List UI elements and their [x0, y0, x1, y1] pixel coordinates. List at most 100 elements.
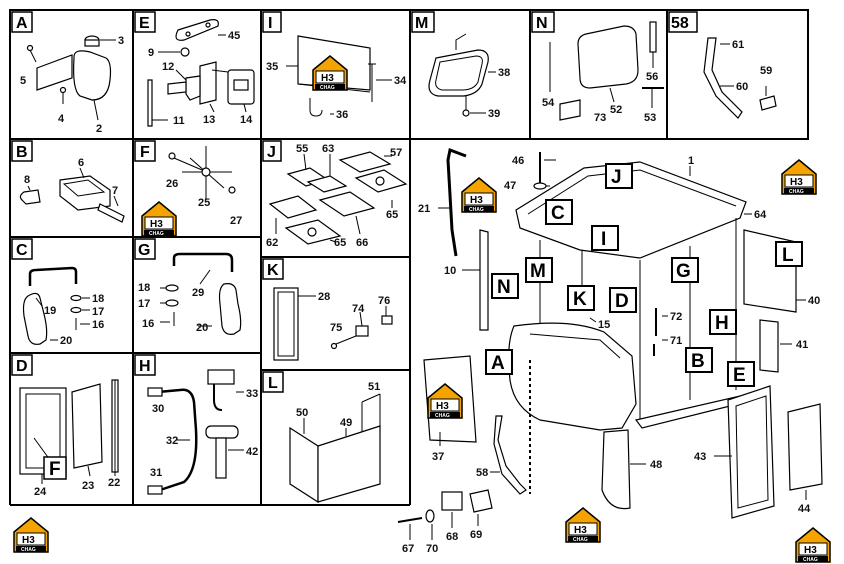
svg-text:3: 3 — [118, 35, 124, 47]
svg-text:73: 73 — [594, 112, 606, 124]
svg-text:5: 5 — [20, 75, 26, 87]
svg-text:H3: H3 — [804, 545, 817, 556]
svg-text:H3: H3 — [150, 219, 163, 230]
svg-text:52: 52 — [610, 104, 622, 116]
callout-n: N — [497, 277, 511, 298]
panel-label-k: K — [267, 262, 279, 279]
panel-label-c: C — [16, 242, 28, 259]
panel-h-art — [147, 369, 244, 495]
svg-text:17: 17 — [138, 298, 150, 310]
svg-text:20: 20 — [60, 335, 72, 347]
panel-d-art — [19, 379, 119, 484]
svg-text:9: 9 — [148, 47, 154, 59]
svg-text:CHAG: CHAG — [803, 557, 818, 563]
svg-text:38: 38 — [498, 67, 510, 79]
callout-c: C — [551, 203, 565, 224]
svg-text:36: 36 — [336, 109, 348, 121]
panel-n-numbers: 56 52 54 73 53 — [542, 71, 658, 124]
panel-label-h: H — [139, 358, 151, 375]
svg-text:50: 50 — [296, 407, 308, 419]
svg-text:59: 59 — [760, 65, 772, 77]
panel-a-art — [26, 35, 116, 121]
svg-text:21: 21 — [418, 203, 430, 215]
svg-text:45: 45 — [228, 30, 240, 42]
callout-j: J — [611, 167, 622, 188]
svg-text:71: 71 — [670, 335, 682, 347]
svg-text:12: 12 — [162, 61, 174, 73]
callout-l: L — [782, 245, 794, 266]
svg-text:31: 31 — [150, 467, 162, 479]
svg-text:18: 18 — [92, 293, 104, 305]
svg-text:22: 22 — [108, 477, 120, 489]
panel-l-art — [289, 393, 381, 504]
panel-label-m: M — [415, 15, 428, 32]
panel-j-art — [268, 151, 408, 245]
panel-m-numbers: 38 39 — [488, 67, 510, 120]
svg-text:23: 23 — [82, 480, 94, 492]
svg-text:CHAG: CHAG — [435, 413, 450, 419]
svg-text:H3: H3 — [574, 525, 587, 536]
svg-text:66: 66 — [356, 237, 368, 249]
panel-label-i: I — [268, 15, 272, 32]
svg-text:42: 42 — [246, 446, 258, 458]
panel-label-l: L — [268, 375, 278, 392]
svg-text:13: 13 — [203, 114, 215, 126]
svg-text:76: 76 — [378, 295, 390, 307]
svg-text:24: 24 — [34, 486, 47, 498]
svg-text:16: 16 — [142, 318, 154, 330]
panel-label-58: 58 — [671, 15, 689, 32]
svg-text:58: 58 — [476, 467, 488, 479]
panel-i-numbers: 35 34 36 — [266, 61, 407, 121]
svg-text:16: 16 — [92, 319, 104, 331]
svg-text:70: 70 — [426, 543, 438, 555]
panel-e-numbers: 45 9 12 13 14 11 — [148, 30, 253, 127]
svg-text:CHAG: CHAG — [320, 85, 335, 91]
svg-text:27: 27 — [230, 215, 242, 227]
panel-label-n: N — [536, 15, 548, 32]
panel-c-art — [22, 266, 90, 345]
svg-text:CHAG: CHAG — [149, 231, 164, 237]
panel-m-art — [428, 33, 496, 117]
panel-b-art — [19, 167, 125, 223]
svg-text:63: 63 — [322, 143, 334, 155]
svg-text:72: 72 — [670, 311, 682, 323]
svg-text:26: 26 — [166, 178, 178, 190]
svg-text:68: 68 — [446, 531, 458, 543]
callout-g: G — [676, 261, 691, 282]
svg-text:33: 33 — [246, 388, 258, 400]
svg-text:75: 75 — [330, 322, 342, 334]
svg-text:H3: H3 — [470, 195, 483, 206]
svg-text:61: 61 — [732, 39, 744, 51]
svg-text:CHAG: CHAG — [469, 207, 484, 213]
panel-label-b: B — [16, 144, 28, 161]
svg-text:17: 17 — [92, 306, 104, 318]
panel-label-g: G — [138, 242, 150, 259]
svg-text:37: 37 — [432, 451, 444, 463]
svg-text:62: 62 — [266, 237, 278, 249]
svg-text:34: 34 — [394, 75, 407, 87]
inset-letter-f: F — [49, 459, 61, 480]
panel-58-numbers: 61 59 60 — [732, 39, 772, 93]
svg-text:65: 65 — [334, 237, 346, 249]
svg-text:48: 48 — [650, 459, 662, 471]
panel-58-art — [703, 37, 777, 119]
callout-i: I — [601, 229, 606, 250]
svg-text:4: 4 — [58, 113, 65, 125]
svg-text:57: 57 — [390, 147, 402, 159]
panel-d-numbers: 24 23 22 — [34, 477, 120, 498]
callout-m: M — [530, 261, 546, 282]
svg-text:67: 67 — [402, 543, 414, 555]
panel-l-numbers: 50 49 51 — [296, 381, 380, 429]
svg-text:54: 54 — [542, 97, 555, 109]
svg-text:60: 60 — [736, 81, 748, 93]
callout-d: D — [615, 291, 629, 312]
panel-k-art — [273, 287, 393, 361]
panel-labels: A E I M N 58 B F J C G K D H L — [11, 11, 698, 393]
svg-text:2: 2 — [96, 123, 102, 135]
svg-text:8: 8 — [24, 174, 30, 186]
panel-g-numbers: 18 29 17 16 20 — [138, 282, 208, 334]
panel-b-numbers: 6 8 7 — [24, 157, 118, 197]
svg-text:51: 51 — [368, 381, 380, 393]
svg-text:55: 55 — [296, 143, 308, 155]
svg-text:CHAG: CHAG — [789, 189, 804, 195]
